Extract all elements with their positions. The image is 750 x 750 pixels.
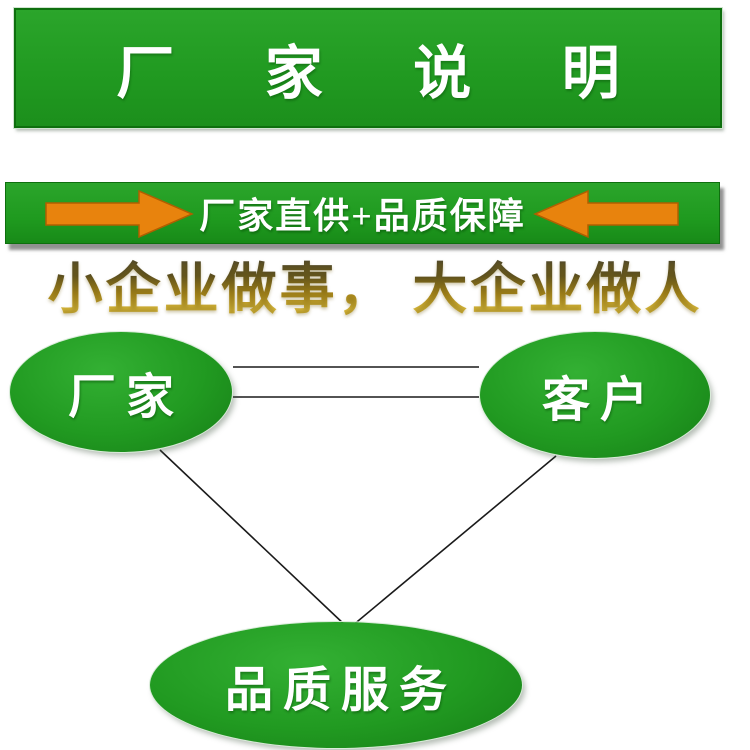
node-factory: 厂家 [10,332,232,452]
node-service-label: 品质服务 [224,664,457,717]
arrow-right-icon [45,189,194,239]
node-factory-label: 厂家 [67,371,184,424]
node-service: 品质服务 [150,622,522,748]
slogan-text: 小企业做事， 大企业做人 [0,244,750,324]
arrow-left-icon [533,189,679,239]
supply-bar: 厂家直供+品质保障 [5,182,720,244]
node-customer-label: 客户 [541,374,658,427]
edge-customer-service [351,455,557,627]
node-customer: 客户 [480,332,710,458]
page-title: 厂 家 说 明 [116,41,658,106]
edge-factory-service [159,449,347,627]
arrow-graphics [45,189,679,239]
title-banner: 厂 家 说 明 [14,8,722,128]
